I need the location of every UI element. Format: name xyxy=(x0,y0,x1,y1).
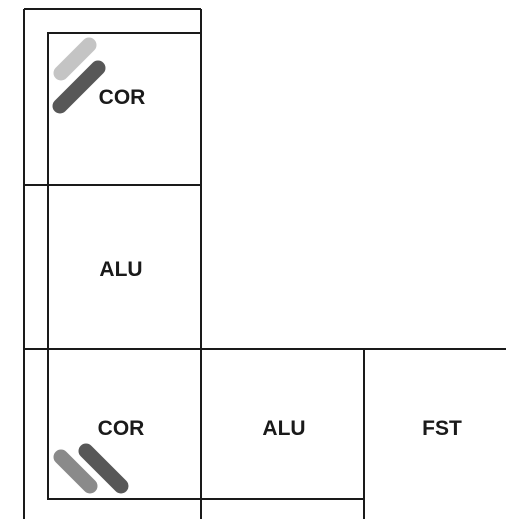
diagonal-bars-icon xyxy=(52,37,106,114)
mark-mid-bar xyxy=(53,449,98,494)
mark-light-bar xyxy=(53,37,97,81)
bottom-alu-label: ALU xyxy=(262,417,305,440)
bottom-cor-box xyxy=(47,348,202,500)
mark-dark-bar xyxy=(78,443,129,494)
bottom-fst-label: FST xyxy=(422,417,462,440)
mid-alu-label: ALU xyxy=(99,258,142,281)
grid-lines xyxy=(23,8,506,519)
mark-dark-bar xyxy=(52,60,106,114)
bottom-cor-label: COR xyxy=(98,417,145,440)
diagonal-bars-icon xyxy=(53,443,129,494)
top-cor-label: COR xyxy=(99,86,146,109)
